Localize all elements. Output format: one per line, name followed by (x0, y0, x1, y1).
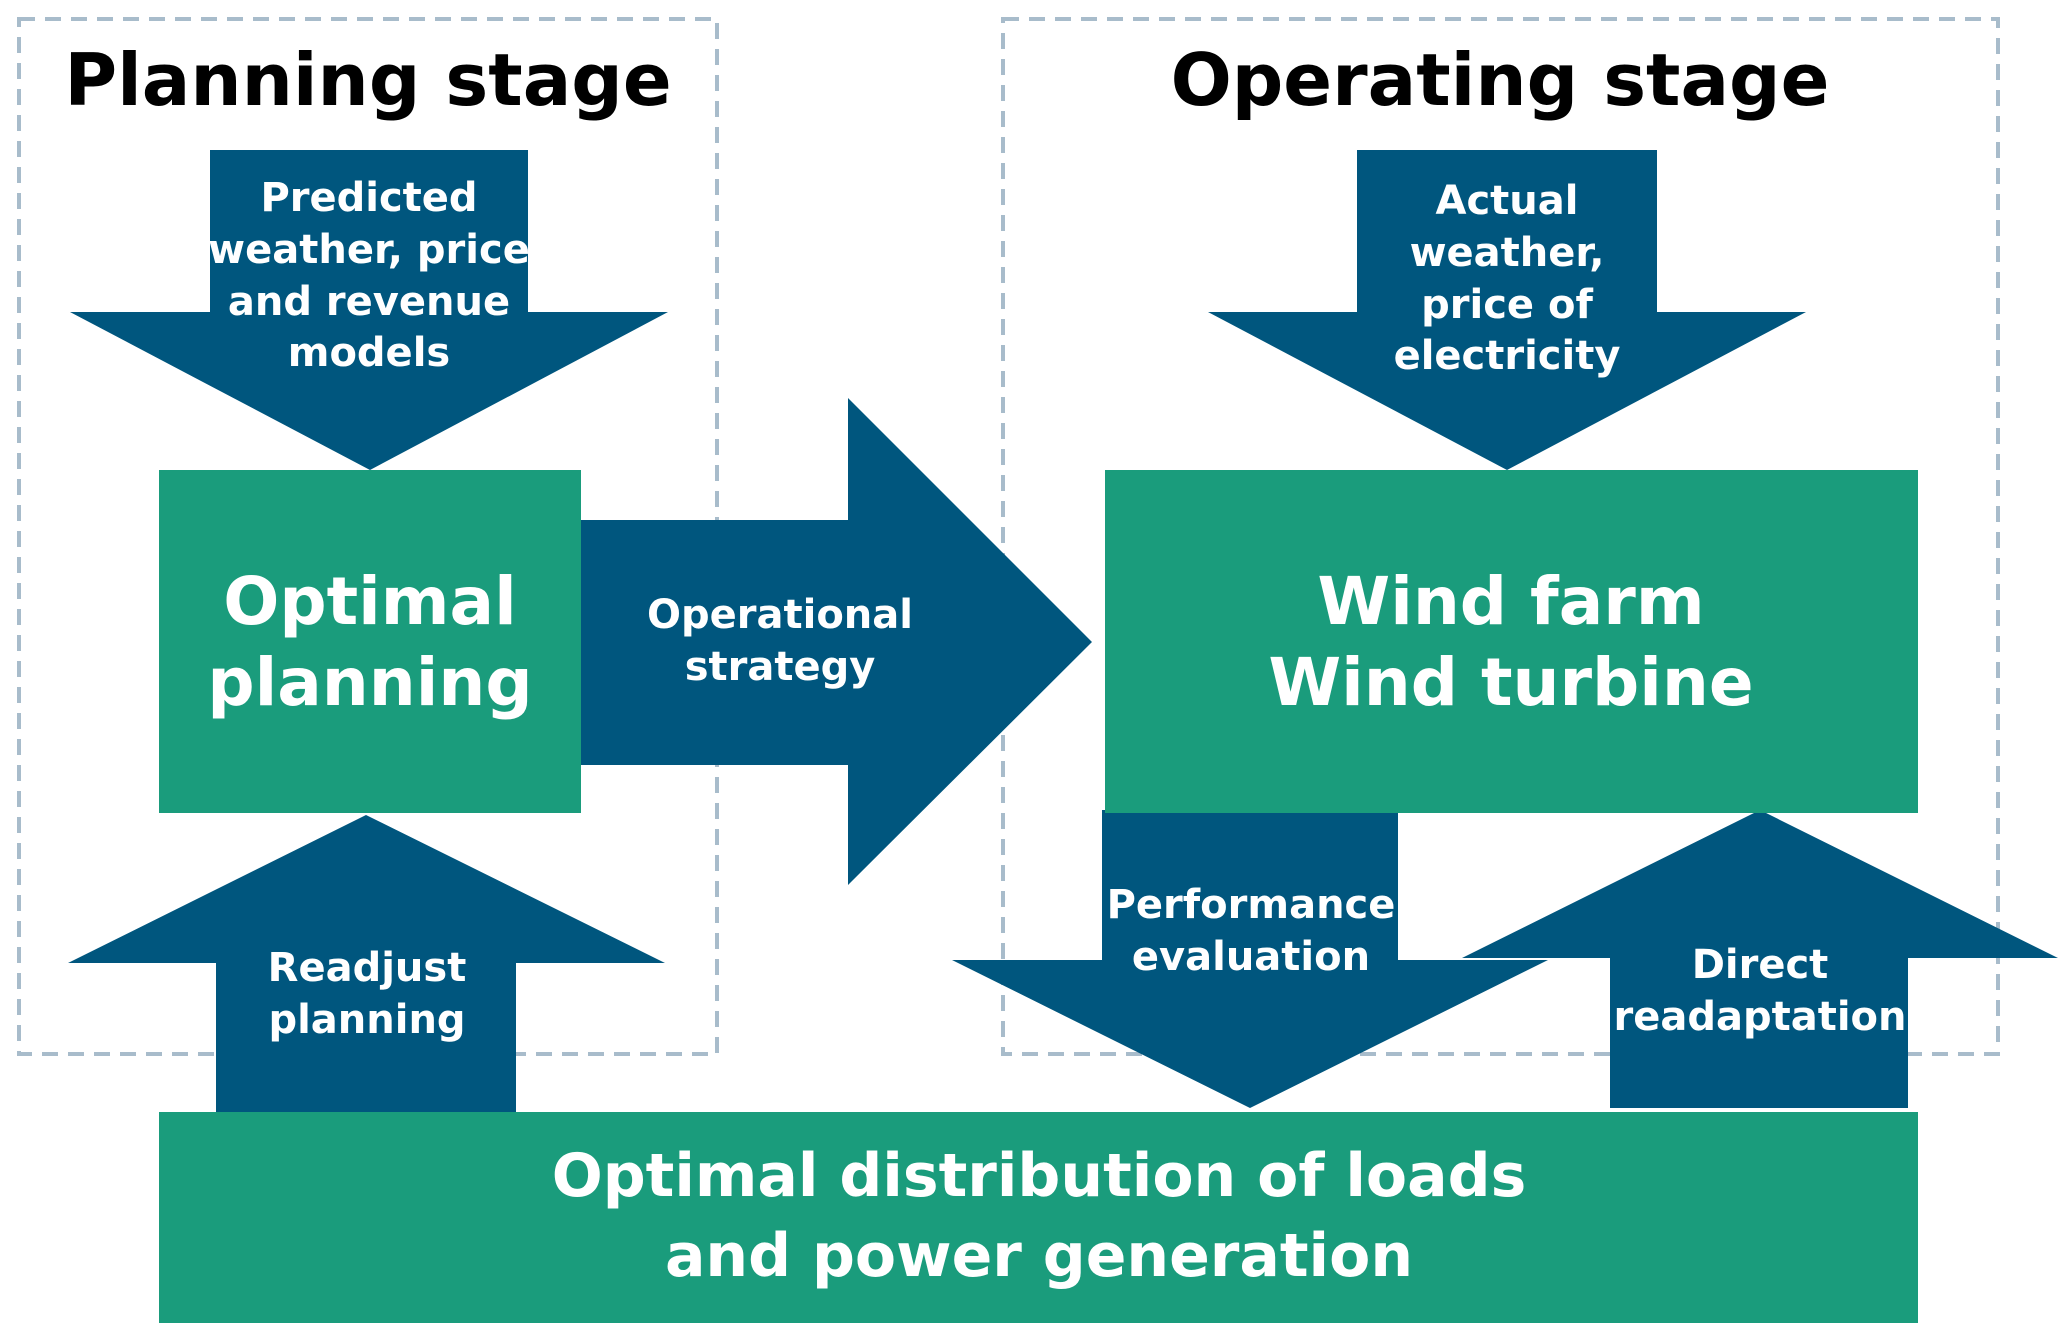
readjust-planning-label: Readjust planning (268, 945, 467, 1043)
wind-farm-label: Wind farm Wind turbine (1268, 563, 1753, 721)
optimal-planning-line-2: planning (207, 644, 532, 721)
direct-readaptation-arrow (1462, 810, 2058, 1108)
operational-strategy-line-1: Operational (647, 592, 913, 638)
predicted-inputs-label: Predicted weather, price and revenue mod… (208, 175, 530, 376)
readjust-planning-line-1: Readjust (268, 945, 467, 991)
operating-stage-title: Operating stage (1171, 38, 1830, 122)
actual-inputs-line-3: price of (1421, 282, 1593, 328)
actual-inputs-line-2: weather, (1410, 230, 1605, 276)
operating-stage-frame (1001, 17, 2000, 1056)
predicted-inputs-arrow (70, 150, 668, 470)
operational-strategy-label: Operational strategy (647, 592, 913, 690)
performance-evaluation-line-1: Performance (1107, 882, 1396, 928)
actual-inputs-arrow (1208, 150, 1806, 470)
optimal-planning-label: Optimal planning (207, 563, 532, 721)
operational-strategy-arrow (575, 398, 1092, 885)
direct-readaptation-line-2: readaptation (1613, 994, 1906, 1040)
predicted-inputs-line-2: weather, price (208, 227, 530, 273)
load-distribution-box (159, 1112, 1918, 1323)
performance-evaluation-arrow (952, 810, 1548, 1108)
readjust-planning-arrow (68, 815, 665, 1115)
wind-farm-line-1: Wind farm (1317, 563, 1704, 640)
wind-farm-line-2: Wind turbine (1268, 644, 1753, 721)
predicted-inputs-line-4: models (288, 330, 450, 376)
direct-readaptation-label: Direct readaptation (1613, 942, 1906, 1040)
direct-readaptation-line-1: Direct (1692, 942, 1829, 988)
actual-inputs-line-4: electricity (1394, 333, 1621, 379)
performance-evaluation-label: Performance evaluation (1107, 882, 1396, 980)
load-distribution-line-2: and power generation (665, 1221, 1413, 1291)
actual-inputs-line-1: Actual (1436, 178, 1579, 224)
actual-inputs-label: Actual weather, price of electricity (1394, 178, 1621, 379)
optimal-planning-line-1: Optimal (223, 563, 516, 640)
readjust-planning-line-2: planning (268, 997, 465, 1043)
predicted-inputs-line-3: and revenue (228, 279, 510, 325)
load-distribution-label: Optimal distribution of loads and power … (552, 1141, 1527, 1291)
wind-farm-box (1105, 470, 1918, 813)
performance-evaluation-line-2: evaluation (1132, 934, 1370, 980)
optimal-planning-box (159, 470, 581, 813)
planning-stage-title: Planning stage (64, 38, 671, 122)
load-distribution-line-1: Optimal distribution of loads (552, 1141, 1527, 1211)
operational-strategy-line-2: strategy (685, 644, 876, 690)
predicted-inputs-line-1: Predicted (260, 175, 477, 221)
